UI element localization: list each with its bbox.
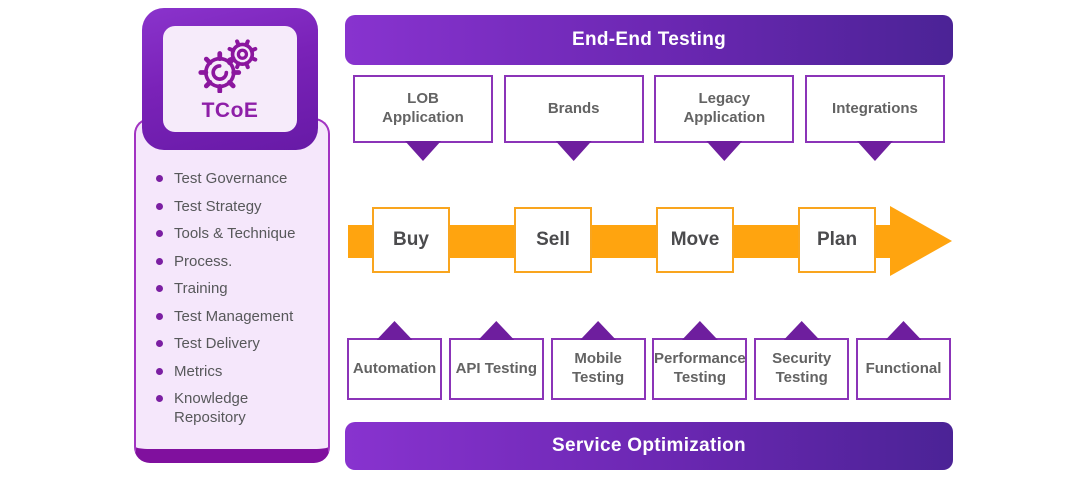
arrow-up-connector-icon xyxy=(478,321,515,340)
list-item: Test Management xyxy=(156,307,324,326)
channel-box: Legacy Application xyxy=(654,75,795,143)
bullet-icon xyxy=(156,257,163,265)
journey-step-box: Buy xyxy=(372,207,450,273)
service-box: Mobile Testing xyxy=(550,338,646,400)
channel-box: Brands xyxy=(503,75,644,143)
arrow-up-connector-icon xyxy=(376,321,413,340)
tcoe-badge: TCoE xyxy=(142,8,318,150)
list-item: Metrics xyxy=(156,362,324,381)
arrow-up-connector-icon xyxy=(681,321,718,340)
gears-icon xyxy=(193,36,267,98)
service-cell: Mobile Testing xyxy=(550,321,646,400)
arrow-down-connector-icon xyxy=(706,141,743,161)
bullet-icon xyxy=(156,202,163,210)
journey-step-box: Move xyxy=(656,207,734,273)
list-item: Test Delivery xyxy=(156,334,324,353)
channel-cell: LOB Application xyxy=(353,75,493,161)
arrow-down-connector-icon xyxy=(405,141,441,161)
bullet-icon xyxy=(156,395,163,402)
arrow-up-connector-icon xyxy=(783,321,820,340)
channels-row: LOB Application Brands Legacy Applicatio… xyxy=(345,75,953,161)
journey-flow: Buy Sell Move Plan xyxy=(345,206,953,276)
service-box: Performance Testing xyxy=(652,338,748,400)
service-cell: API Testing xyxy=(448,321,544,400)
list-item: Test Strategy xyxy=(156,197,324,216)
service-box: Automation xyxy=(347,338,442,400)
service-cell: Security Testing xyxy=(754,321,850,400)
end-end-testing-banner: End-End Testing xyxy=(345,15,953,65)
service-cell: Functional xyxy=(855,321,951,400)
service-cell: Performance Testing xyxy=(652,321,748,400)
bullet-icon xyxy=(156,230,163,237)
list-item: Knowledge Repository xyxy=(156,389,324,427)
bullet-icon xyxy=(156,285,163,292)
channel-box: Integrations xyxy=(804,75,945,143)
channel-cell: Legacy Application xyxy=(654,75,795,161)
arrow-up-connector-icon xyxy=(580,321,617,340)
list-item: Test Governance xyxy=(156,169,324,188)
testing-flow-panel: End-End Testing LOB Application Brands L… xyxy=(345,0,953,481)
testing-services-row: Automation API Testing Mobile Testing Pe… xyxy=(345,321,953,400)
service-cell: Automation xyxy=(347,321,442,400)
channel-cell: Integrations xyxy=(804,75,945,161)
bullet-icon xyxy=(156,175,163,182)
arrow-up-connector-icon xyxy=(885,321,922,340)
service-box: Functional xyxy=(855,338,951,400)
channel-cell: Brands xyxy=(503,75,644,161)
list-item: Training xyxy=(156,279,324,298)
list-item: Tools & Technique xyxy=(156,224,324,243)
bullet-icon xyxy=(156,367,163,375)
arrow-down-connector-icon xyxy=(555,141,592,161)
service-optimization-banner: Service Optimization xyxy=(345,422,953,470)
tcoe-capabilities-card xyxy=(134,118,330,463)
process-flow-arrow-head-icon xyxy=(890,206,952,276)
tcoe-badge-label: TCoE xyxy=(201,98,259,122)
tcoe-badge-inner: TCoE xyxy=(163,26,297,132)
tcoe-capabilities-list: Test Governance Test Strategy Tools & Te… xyxy=(156,169,324,436)
journey-step-box: Plan xyxy=(798,207,876,273)
service-box: API Testing xyxy=(448,338,544,400)
arrow-down-connector-icon xyxy=(856,141,893,161)
journey-step-box: Sell xyxy=(514,207,592,273)
channel-box: LOB Application xyxy=(353,75,493,143)
bullet-icon xyxy=(156,340,163,347)
bullet-icon xyxy=(156,312,163,320)
list-item: Process. xyxy=(156,252,324,271)
service-box: Security Testing xyxy=(754,338,850,400)
